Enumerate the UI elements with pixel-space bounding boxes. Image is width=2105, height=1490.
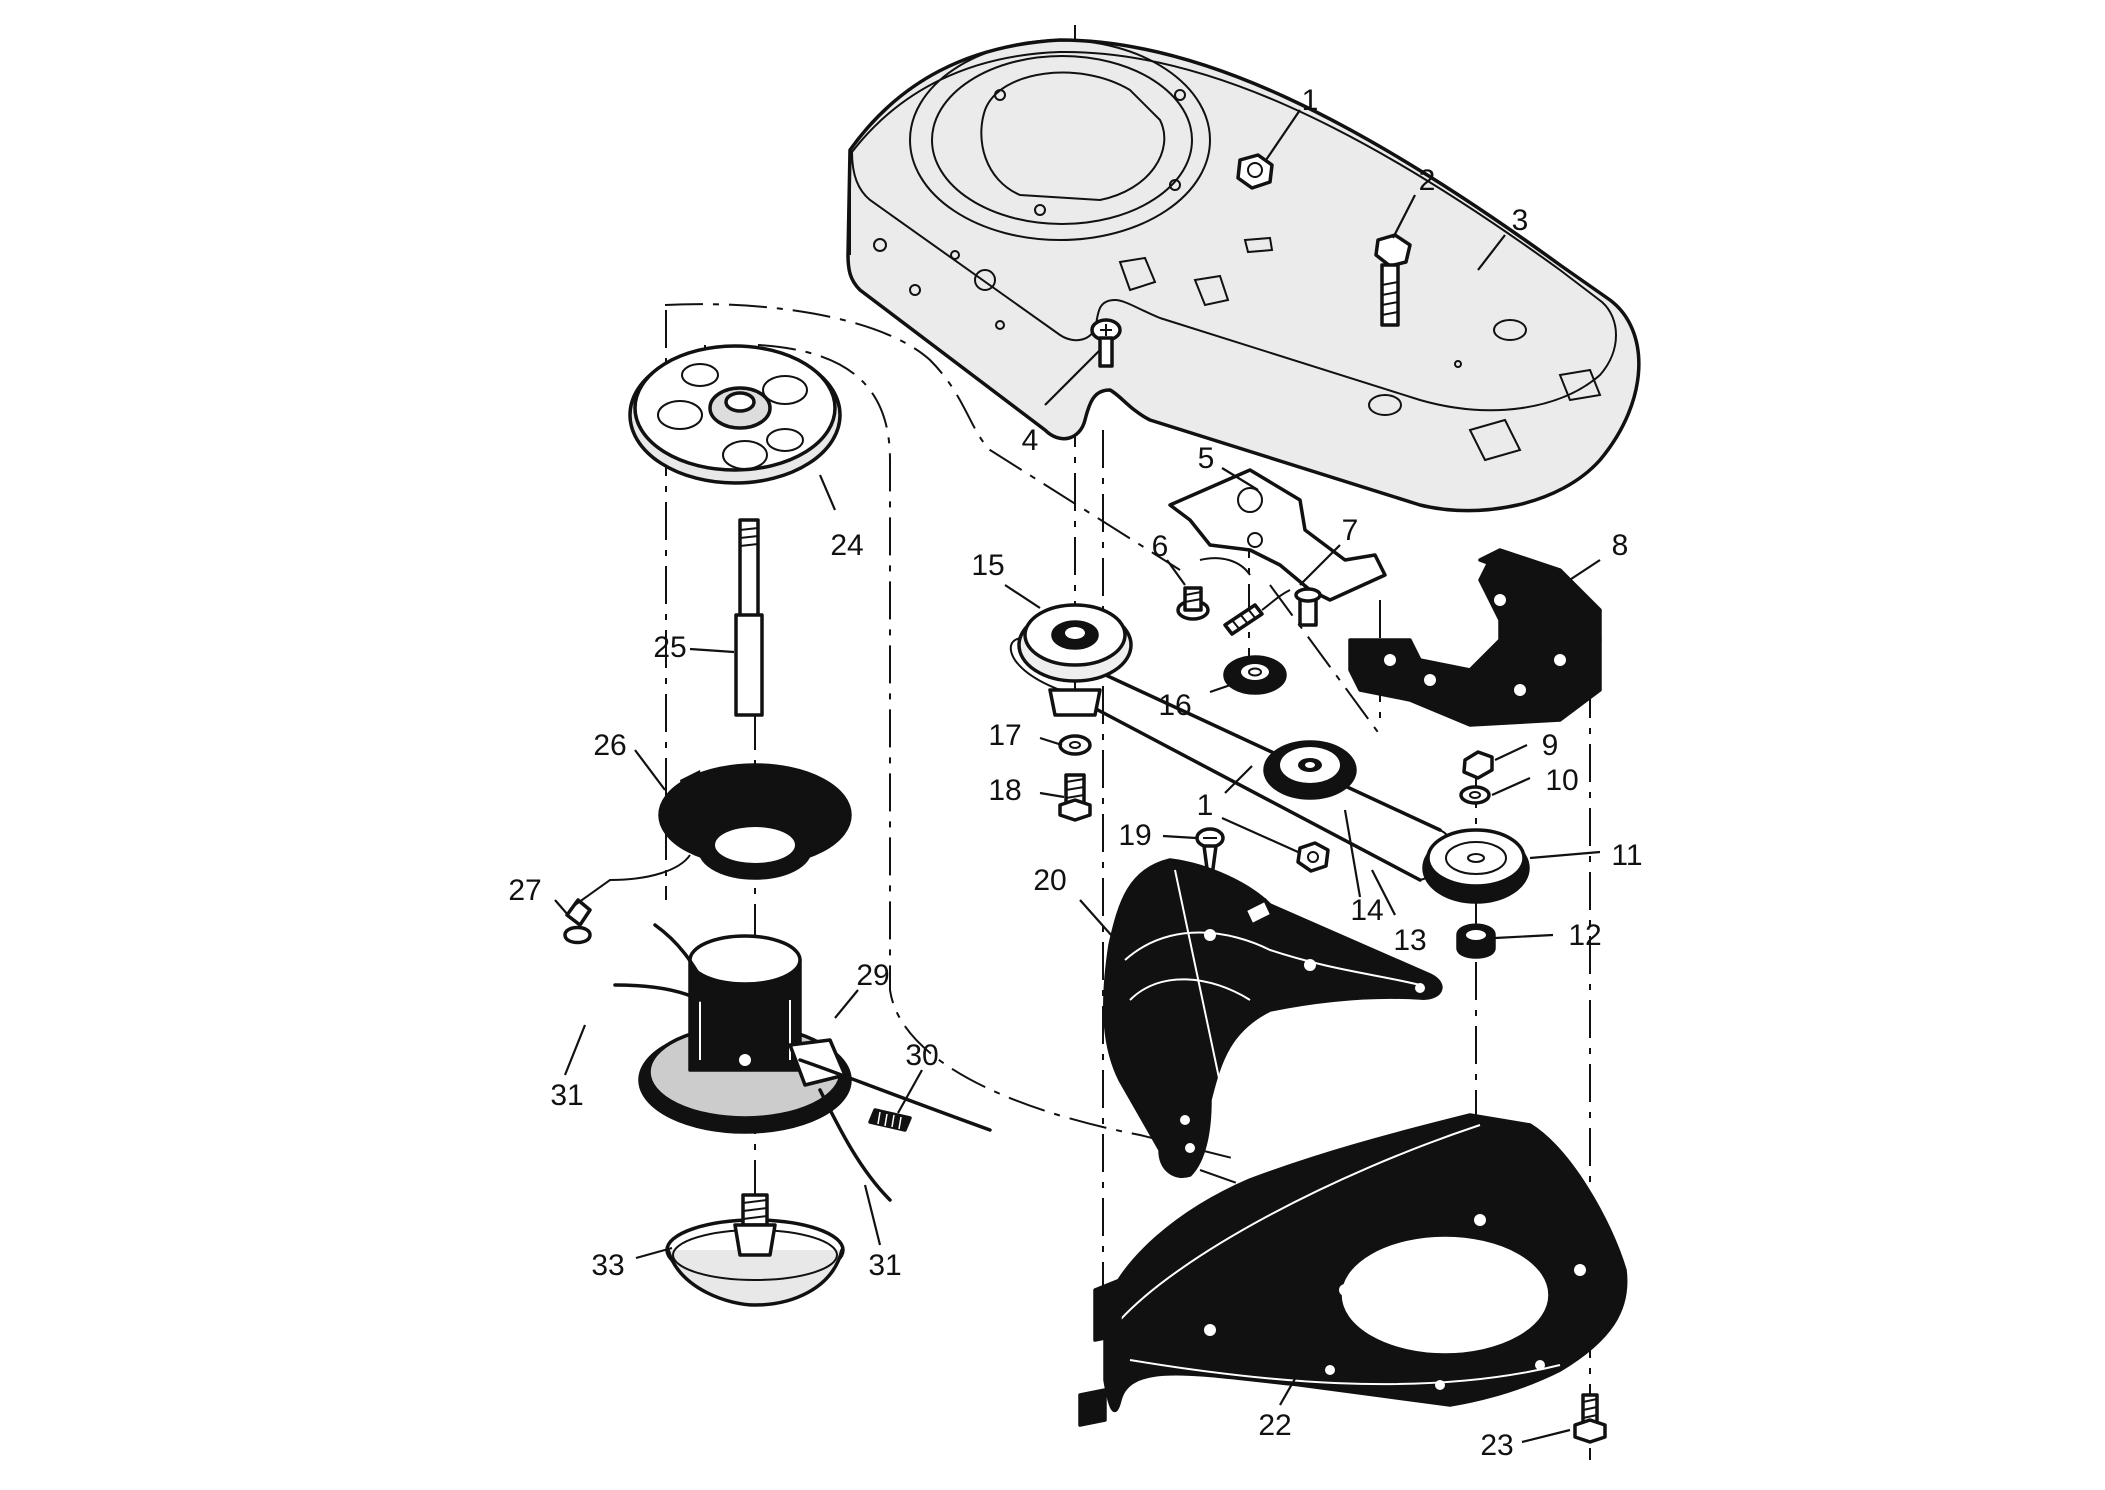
callout-16: 16: [1158, 689, 1191, 722]
callout-1-lower: 1: [1197, 789, 1214, 822]
callout-20: 20: [1033, 864, 1066, 897]
callout-27: 27: [508, 874, 541, 907]
callout-14: 14: [1350, 894, 1383, 927]
spring-30: [868, 1108, 912, 1132]
screw-27: [563, 854, 691, 945]
screw-23: [1573, 1393, 1607, 1444]
trimmer-line-31: [613, 923, 992, 1202]
callout-10: 10: [1545, 764, 1578, 797]
leader-lines: [554, 109, 1601, 1444]
bolt-2: [1374, 233, 1412, 327]
idler-bracket-5: [1168, 468, 1387, 602]
callout-30: 30: [905, 1039, 938, 1072]
callout-25: 25: [653, 631, 686, 664]
shoulder-screw-6: [1176, 586, 1210, 621]
callout-1-upper: 1: [1302, 84, 1319, 117]
callout-5: 5: [1198, 442, 1215, 475]
washer-10: [1459, 785, 1491, 805]
callout-2: 2: [1419, 164, 1436, 197]
callout-15: 15: [971, 549, 1004, 582]
spring-7: [1199, 557, 1291, 636]
washer-17: [1058, 734, 1092, 756]
hex-nut-1-lower: [1296, 841, 1330, 873]
pulley-15: [1017, 603, 1133, 717]
trimmer-head-29: [638, 934, 852, 1134]
deck-plate-22: [1078, 1113, 1628, 1427]
callout-12: 12: [1568, 919, 1601, 952]
spindle-housing-26: [658, 763, 852, 880]
pulley-11: [1422, 828, 1530, 904]
idler-pulley-16: [1223, 655, 1287, 695]
callout-6: 6: [1152, 530, 1169, 563]
idler-stud: [1294, 587, 1322, 627]
callout-3: 3: [1512, 204, 1529, 237]
screw-4: [1090, 318, 1122, 368]
callout-9: 9: [1542, 729, 1559, 762]
callout-7: 7: [1342, 514, 1359, 547]
spacer-12: [1456, 923, 1496, 959]
callout-labels: 1 2 3 4 5 6 7 8 9 10 11 12 13 14 15 16 1…: [508, 84, 1642, 1462]
main-housing: [846, 38, 1641, 513]
drive-shaft-25: [734, 518, 764, 717]
chute-shield-20: [1103, 858, 1443, 1178]
callout-8: 8: [1612, 529, 1629, 562]
callout-13: 13: [1393, 924, 1426, 957]
bolt-18: [1058, 773, 1092, 822]
callout-17: 17: [988, 719, 1021, 752]
pulley-14: [1263, 740, 1357, 800]
bearing-plate-24: [628, 344, 842, 485]
screw-19: [1195, 827, 1225, 878]
callout-11: 11: [1611, 839, 1642, 872]
callout-31-left: 31: [550, 1079, 583, 1112]
callout-31-lower: 31: [868, 1249, 901, 1282]
callout-4: 4: [1022, 424, 1039, 457]
cap-33: [665, 1193, 845, 1307]
nut-9: [1462, 750, 1494, 780]
callout-26: 26: [593, 729, 626, 762]
callout-24: 24: [830, 529, 863, 562]
callout-22: 22: [1258, 1409, 1291, 1442]
callout-33: 33: [591, 1249, 624, 1282]
callout-18: 18: [988, 774, 1021, 807]
callout-29: 29: [856, 959, 889, 992]
baffle-8: [1348, 548, 1602, 727]
callout-19: 19: [1118, 819, 1151, 852]
callout-23: 23: [1480, 1429, 1513, 1462]
hex-nut-1-top: [1236, 153, 1274, 190]
